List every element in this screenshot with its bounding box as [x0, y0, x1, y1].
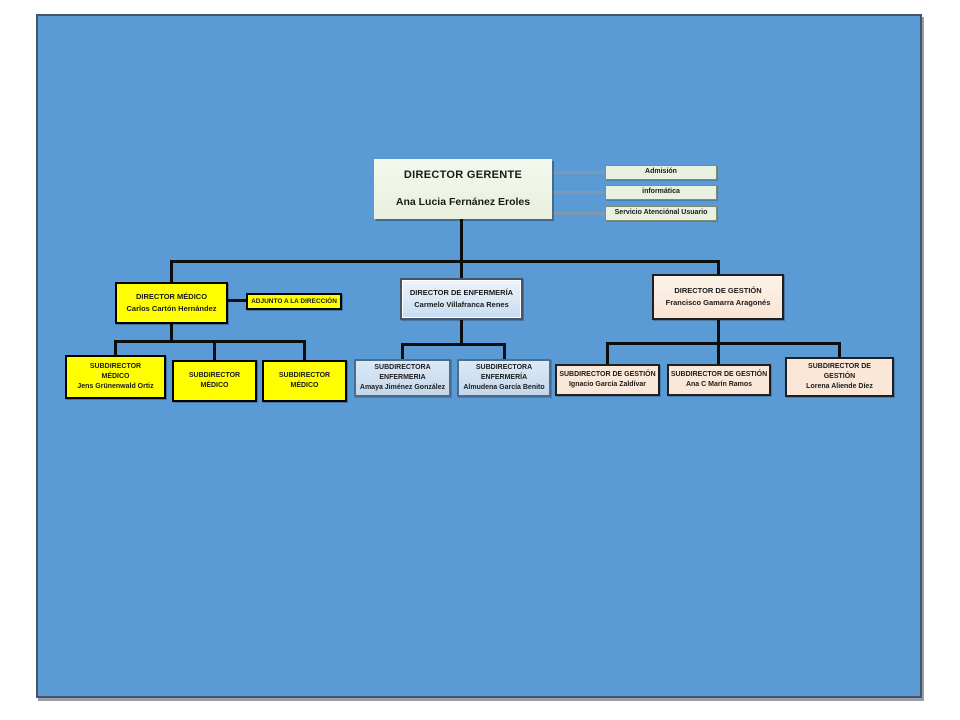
node-director-medico: DIRECTOR MÉDICO Carlos Cartón Hernández — [115, 282, 228, 324]
director-enfermeria-name: Carmelo Villafranca Renes — [414, 299, 509, 309]
node-subdirector-gestion-1: SUBDIRECTOR DE GESTIÓN Ignacio García Za… — [555, 364, 660, 396]
director-gestion-name: Francisco Gamarra Aragonés — [665, 297, 771, 307]
subdirector-gestion-1-name: Ignacio García Zaldívar — [568, 381, 647, 388]
subdirector-gestion-2-name: Ana C Marín Ramos — [685, 381, 753, 388]
staff-label: Servicio Atenciónal Usuario — [614, 209, 708, 217]
node-subdirector-gestion-2: SUBDIRECTOR DE GESTIÓN Ana C Marín Ramos — [667, 364, 771, 396]
director-gestion-title: DIRECTOR DE GESTIÓN — [674, 285, 762, 295]
connector-staff-1 — [552, 171, 605, 174]
subdirectora-enfermeria-2-title: SUBDIRECTORA ENFERMERÍA — [475, 363, 533, 381]
connector-enfermeria-drop-2 — [503, 343, 506, 359]
connector-medico-drop-2 — [213, 340, 216, 360]
node-subdirector-gestion-3: SUBDIRECTOR DE GESTIÓN Lorena Aliende Dí… — [785, 357, 894, 397]
director-gerente-title: DIRECTOR GERENTE — [403, 168, 523, 181]
subdirectora-enfermeria-1-name: Amaya Jiménez González — [359, 384, 446, 392]
connector-gestion-drop-2 — [717, 342, 720, 364]
connector-medico-stem — [170, 324, 173, 340]
director-medico-title: DIRECTOR MÉDICO — [135, 291, 208, 301]
connector-gestion-horizontal — [606, 342, 841, 345]
node-subdirectora-enfermeria-2: SUBDIRECTORA ENFERMERÍA Almudena García … — [457, 359, 551, 397]
connector-drop-enfermeria — [460, 260, 463, 278]
connector-gestion-stem — [717, 320, 720, 342]
staff-box-servicio-atencion-usuario: Servicio Atenciónal Usuario — [605, 206, 717, 221]
subdirector-gestion-1-title: SUBDIRECTOR DE GESTIÓN — [559, 370, 656, 378]
director-medico-name: Carlos Cartón Hernández — [126, 303, 217, 313]
director-enfermeria-title: DIRECTOR DE ENFERMERÍA — [409, 287, 514, 297]
subdirector-gestion-3-name: Lorena Aliende Díez — [806, 383, 873, 391]
connector-staff-2 — [552, 191, 605, 194]
subdirector-medico-1-name: Jens Grünenwald Ortiz — [77, 383, 154, 391]
connector-enfermeria-drop-1 — [401, 343, 404, 359]
node-director-gestion: DIRECTOR DE GESTIÓN Francisco Gamarra Ar… — [652, 274, 784, 320]
connector-enfermeria-stem — [460, 320, 463, 343]
node-subdirector-medico-3: SUBDIRECTOR MÉDICO — [262, 360, 347, 402]
node-adjunto-direccion: ADJUNTO A LA DIRECCIÓN — [246, 293, 342, 310]
subdirector-medico-3-title: SUBDIRECTOR MÉDICO — [278, 371, 331, 389]
connector-adjunto — [228, 299, 246, 302]
connector-main-horizontal — [170, 260, 720, 263]
connector-drop-gestion — [717, 260, 720, 274]
staff-label: Admisión — [645, 168, 677, 176]
connector-staff-3 — [552, 212, 605, 215]
subdirector-medico-1-title: SUBDIRECTOR MÉDICO — [89, 362, 142, 380]
staff-box-informatica: informática — [605, 185, 717, 200]
node-director-gerente: DIRECTOR GERENTE Ana Lucia Fernánez Erol… — [374, 159, 552, 219]
connector-drop-medico — [170, 260, 173, 282]
node-subdirector-medico-2: SUBDIRECTOR MÉDICO — [172, 360, 257, 402]
slide-canvas: DIRECTOR GERENTE Ana Lucia Fernánez Erol… — [36, 14, 922, 698]
subdirector-medico-2-title: SUBDIRECTOR MÉDICO — [188, 371, 241, 389]
director-gerente-name: Ana Lucia Fernánez Eroles — [395, 195, 531, 208]
subdirectora-enfermeria-2-name: Almudena García Benito — [463, 384, 545, 392]
connector-enfermeria-horizontal — [401, 343, 506, 346]
node-subdirector-medico-1: SUBDIRECTOR MÉDICO Jens Grünenwald Ortiz — [65, 355, 166, 399]
subdirector-gestion-3-title: SUBDIRECTOR DE GESTIÓN — [808, 362, 871, 380]
staff-box-admision: Admisión — [605, 165, 717, 180]
node-subdirectora-enfermeria-1: SUBDIRECTORA ENFERMERIA Amaya Jiménez Go… — [354, 359, 451, 397]
connector-medico-drop-1 — [114, 340, 117, 355]
connector-root-vertical — [460, 219, 463, 260]
connector-medico-drop-3 — [303, 340, 306, 360]
connector-gestion-drop-3 — [838, 342, 841, 357]
staff-label: informática — [642, 188, 680, 196]
subdirector-gestion-2-title: SUBDIRECTOR DE GESTIÓN — [670, 370, 768, 378]
connector-medico-horizontal — [114, 340, 306, 343]
node-director-enfermeria: DIRECTOR DE ENFERMERÍA Carmelo Villafran… — [400, 278, 523, 320]
adjunto-label: ADJUNTO A LA DIRECCIÓN — [251, 297, 337, 305]
connector-gestion-drop-1 — [606, 342, 609, 364]
subdirectora-enfermeria-1-title: SUBDIRECTORA ENFERMERIA — [374, 363, 431, 381]
